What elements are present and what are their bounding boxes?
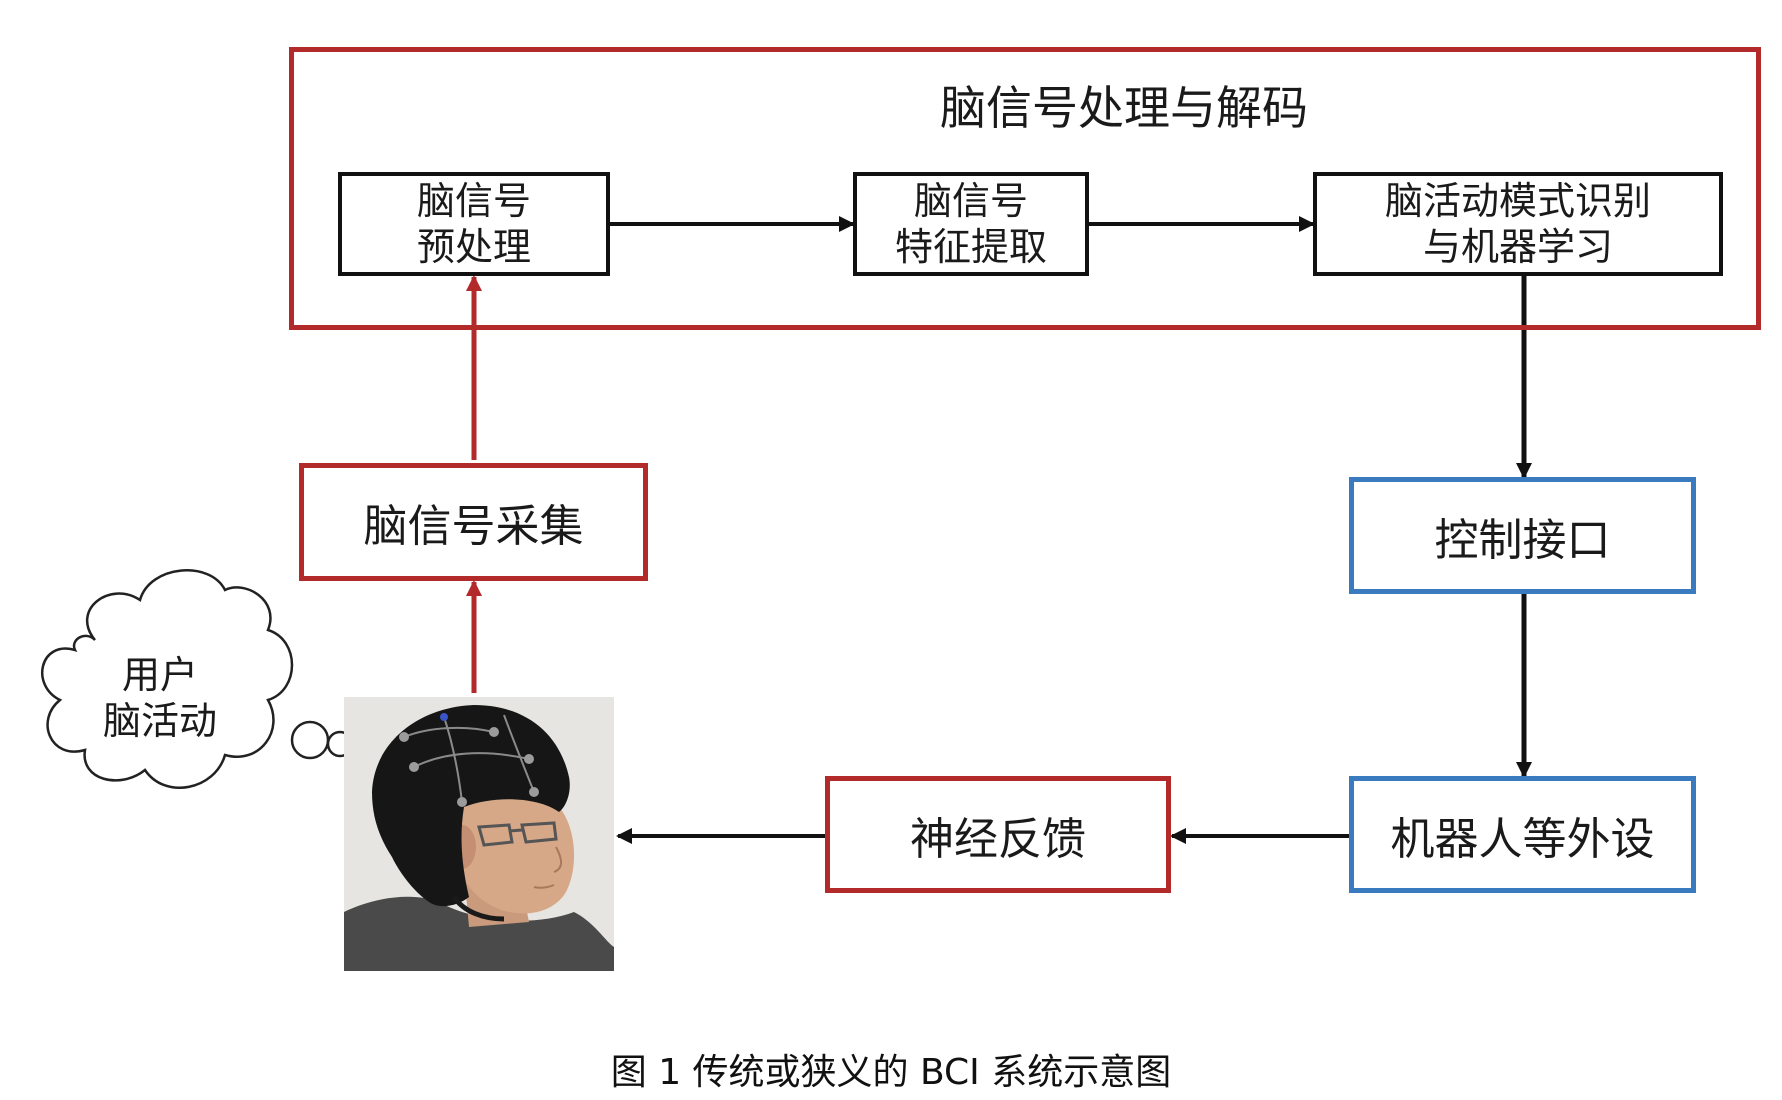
step-preprocessing-line2: 预处理 (416, 225, 531, 269)
step-feature-extraction-line2: 特征提取 (894, 225, 1047, 269)
step-pattern-recognition: 脑活动模式识别 与机器学习 (1313, 172, 1723, 276)
step-preprocessing: 脑信号 预处理 (338, 172, 610, 276)
user-thought-text: 用户 脑活动 (80, 652, 240, 744)
decoding-group-frame (289, 47, 1761, 330)
step-feature-extraction: 脑信号 特征提取 (853, 172, 1089, 276)
user-thought-line1: 用户 (121, 653, 198, 697)
decoding-group-title: 脑信号处理与解码 (940, 81, 1308, 135)
user-photo (344, 697, 614, 971)
step-pattern-recognition-line1: 脑活动模式识别 (1384, 179, 1651, 223)
figure-caption: 图 1 传统或狭义的 BCI 系统示意图 (610, 1052, 1172, 1093)
control-interface-box: 控制接口 (1349, 477, 1696, 594)
peripherals-box: 机器人等外设 (1349, 776, 1696, 893)
thought-cloud-shape (41, 569, 294, 789)
thought-bubble-large (290, 720, 330, 760)
acquisition-box: 脑信号采集 (299, 463, 648, 581)
acquisition-label: 脑信号采集 (363, 501, 584, 552)
user-thought-line2: 脑活动 (102, 699, 217, 743)
control-interface-label: 控制接口 (1434, 514, 1611, 566)
glasses-icon (477, 821, 558, 847)
neurofeedback-box: 神经反馈 (825, 776, 1171, 893)
step-feature-extraction-line1: 脑信号 (913, 179, 1028, 223)
peripherals-label: 机器人等外设 (1390, 813, 1655, 865)
neurofeedback-label: 神经反馈 (910, 813, 1086, 865)
step-preprocessing-line1: 脑信号 (416, 179, 531, 223)
step-pattern-recognition-line2: 与机器学习 (1422, 225, 1613, 269)
